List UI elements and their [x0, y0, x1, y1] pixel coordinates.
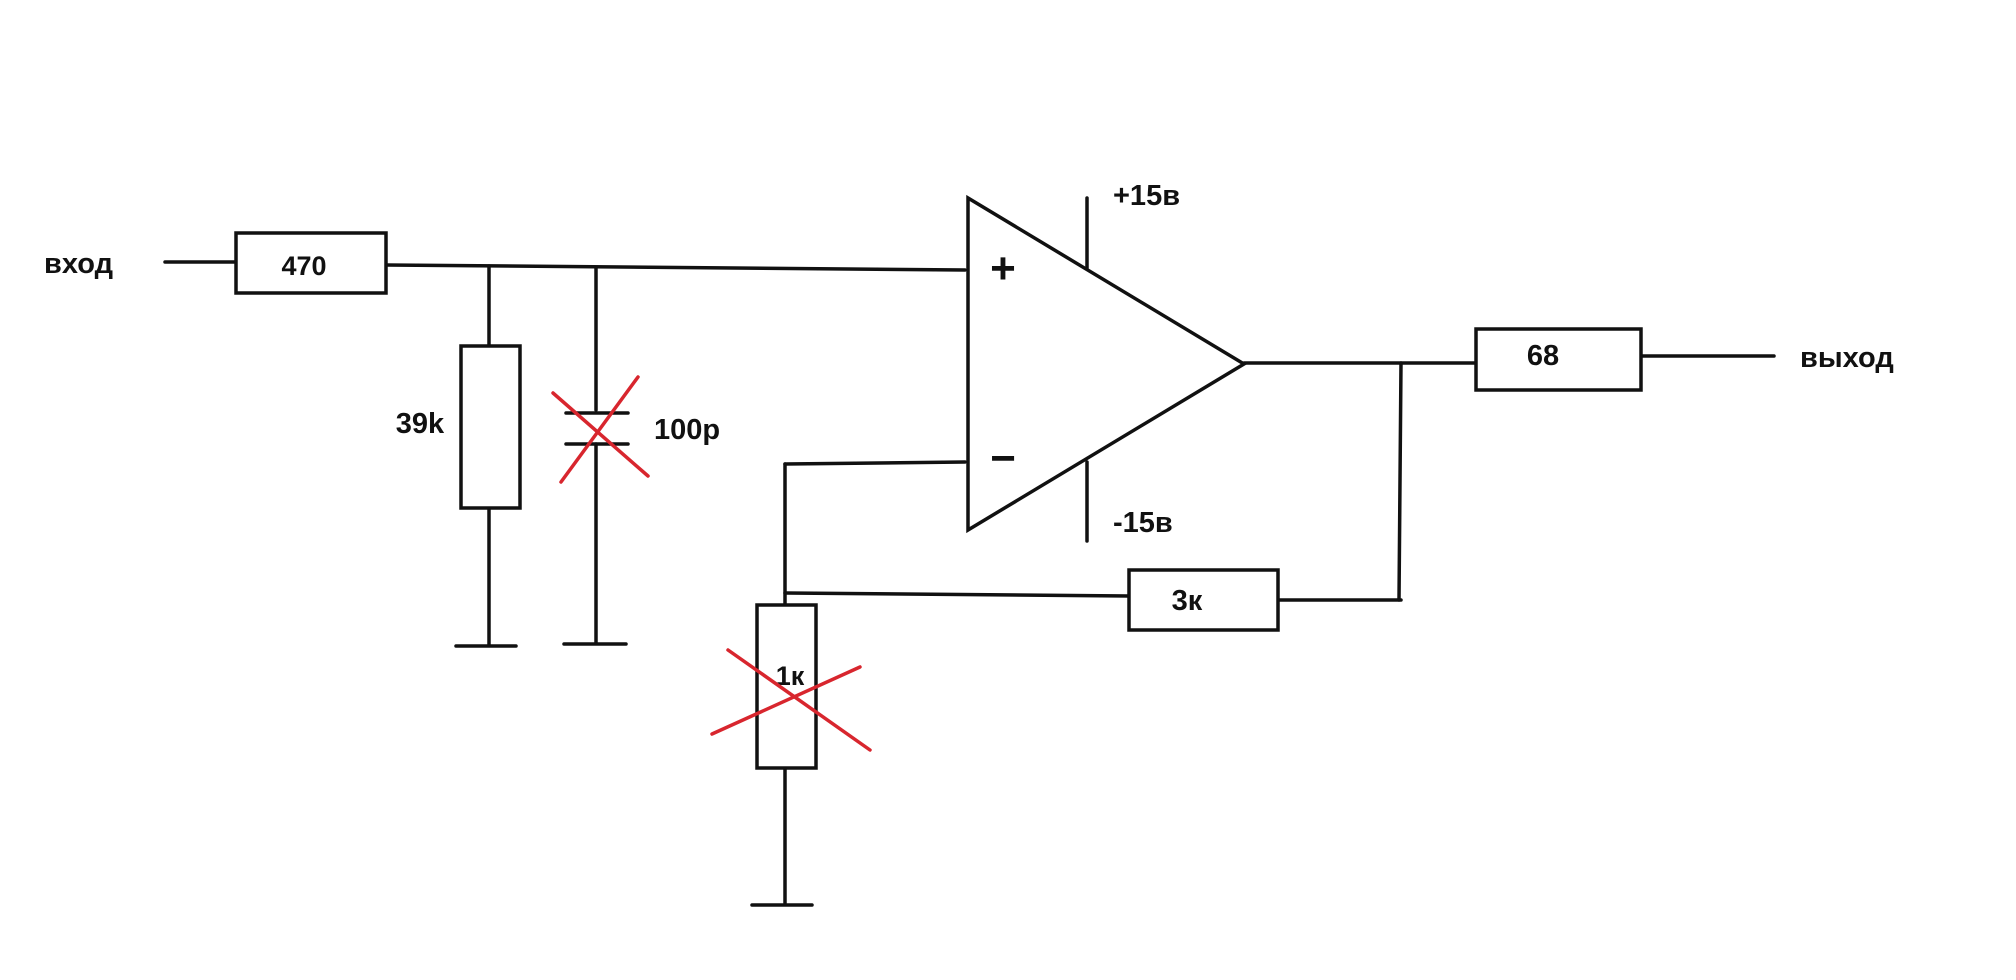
- wire-feedback-vertical: [1397, 361, 1403, 602]
- capacitor-cross-stroke-1: [551, 391, 650, 478]
- capacitor-filter-value: 100p: [654, 414, 720, 446]
- resistor-input-body: [234, 231, 388, 295]
- opamp-triangle: [966, 194, 1248, 534]
- resistor-input: 470: [234, 231, 388, 295]
- resistor-feedback: 3к: [1127, 568, 1280, 632]
- opamp-minus-sign: −: [990, 434, 1016, 483]
- resistor-output-value: 68: [1527, 340, 1559, 372]
- resistor-pulldown-body: [459, 344, 522, 510]
- resistor-output-body: [1474, 327, 1643, 392]
- resistor-output: 68: [1474, 327, 1643, 392]
- resistor-feedback-value: 3к: [1172, 585, 1203, 617]
- resistor-ground-feedback-body: [755, 603, 818, 770]
- output-label: выход: [1800, 342, 1894, 374]
- resistor-ground-feedback: 1к: [710, 603, 872, 770]
- resistor-feedback-body: [1127, 568, 1280, 632]
- resistor-input-value: 470: [281, 251, 326, 281]
- wire-feedback-left: [783, 591, 1131, 598]
- capacitor-cross-stroke-2: [559, 375, 640, 484]
- resistor-pulldown: 39k: [396, 344, 522, 510]
- resistor-1k-cross-stroke-1: [726, 648, 872, 752]
- supply-positive-label: +15в: [1113, 180, 1180, 212]
- input-label: вход: [44, 248, 113, 280]
- wire-minus-input: [783, 460, 967, 466]
- resistor-1k-cross-stroke-2: [710, 665, 862, 736]
- opamp-plus-sign: +: [990, 244, 1016, 293]
- supply-negative-label: -15в: [1113, 507, 1173, 539]
- wire-plus-node: [384, 263, 967, 272]
- opamp: + − +15в -15в: [966, 180, 1248, 539]
- wires: [163, 196, 1776, 907]
- resistor-pulldown-value: 39k: [396, 408, 445, 440]
- capacitor-filter: 100p: [551, 375, 720, 484]
